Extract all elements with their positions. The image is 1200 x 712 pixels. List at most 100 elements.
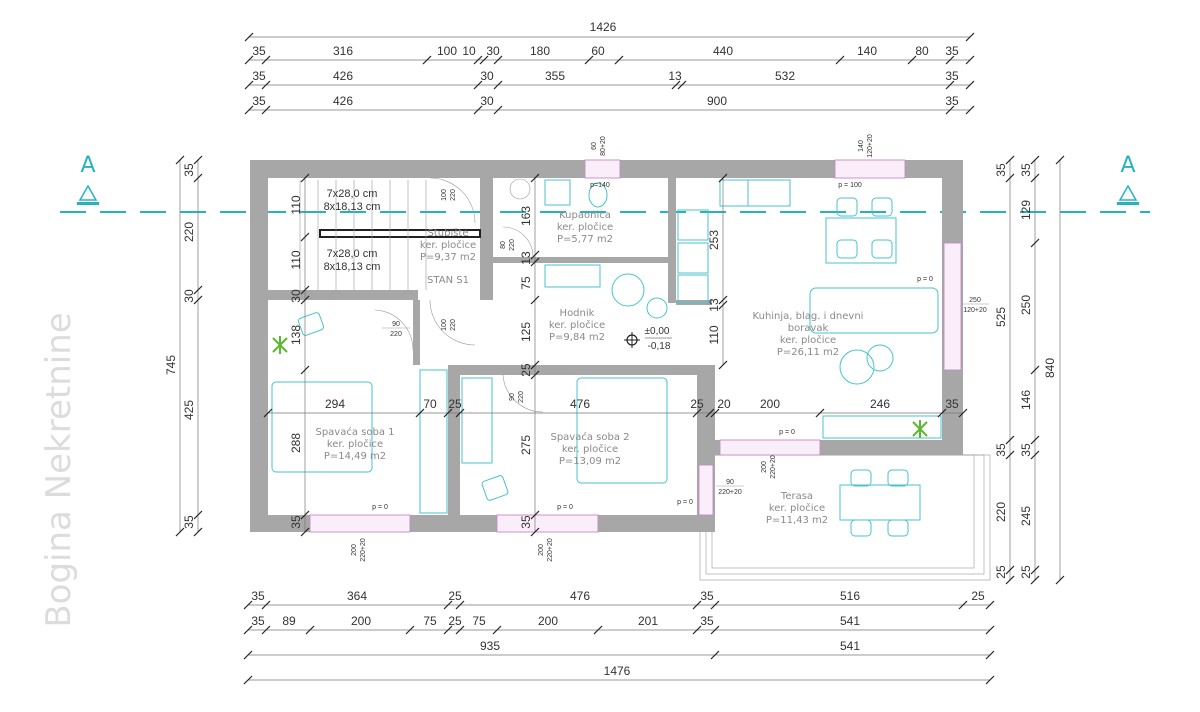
dimension-label: 253 xyxy=(707,230,721,250)
watermark: Bogina Nekretnine xyxy=(39,312,79,627)
opening-size: 100 xyxy=(441,319,448,331)
dimension-tick xyxy=(1030,435,1040,445)
dimension-label: 220 xyxy=(182,222,196,242)
sill-height: p = 0 xyxy=(779,429,795,436)
dimension-label: 25 xyxy=(448,397,462,411)
stairs xyxy=(299,180,481,290)
dimension-tick xyxy=(1005,575,1015,585)
dimension-tick xyxy=(261,105,271,115)
dimension-label: 288 xyxy=(289,433,303,453)
tv-unit xyxy=(822,415,942,439)
dimension-tick xyxy=(244,80,254,90)
dimension-label: 35 xyxy=(994,443,1008,457)
room-label-bedroom-1: Spavaća soba 1 xyxy=(315,426,394,438)
dimension-tick xyxy=(1030,173,1040,183)
terrace-outline xyxy=(699,454,991,581)
dimension-tick xyxy=(530,250,540,260)
opening-size: 220+20 xyxy=(360,538,367,562)
dimension-label: 110 xyxy=(289,195,303,214)
dimension-label: 525 xyxy=(994,307,1008,327)
room-label-kitchen-living: boravak xyxy=(788,323,829,334)
opening-size: 80+20 xyxy=(600,136,607,156)
terrace-table xyxy=(839,484,921,521)
dimension-tick xyxy=(530,370,540,380)
dimension-tick xyxy=(243,625,253,635)
dimension-tick xyxy=(300,232,310,242)
dimension-tick xyxy=(1030,155,1040,165)
section-line-a: A A xyxy=(60,153,1150,213)
dimension-label: 25 xyxy=(519,363,533,377)
dimension-tick xyxy=(263,408,273,418)
dimension-tick xyxy=(671,80,681,90)
opening-size: 200 xyxy=(538,544,545,556)
dimension-tick xyxy=(300,295,310,305)
dimension-tick xyxy=(193,510,203,520)
washer-icon xyxy=(677,209,709,241)
shoe-cabinet xyxy=(544,264,601,288)
opening-size: 220 xyxy=(390,331,402,338)
dimension-label: 426 xyxy=(333,94,353,108)
dimension-tick xyxy=(985,675,995,685)
opening-size: 60 xyxy=(591,142,598,150)
opening-size: 90 xyxy=(726,479,734,486)
dimension-tick xyxy=(530,510,540,520)
dimension-label: 532 xyxy=(775,69,795,83)
sill-height: p = 0 xyxy=(677,499,693,506)
stair-spec: 8x18,13 cm xyxy=(324,201,381,213)
level-value: -0,18 xyxy=(648,341,671,352)
dimension-label: 35 xyxy=(519,515,533,529)
dimension-label: 516 xyxy=(840,589,860,603)
dimension-tick xyxy=(958,408,968,418)
dimension-tick xyxy=(193,527,203,537)
dimension-label: 110 xyxy=(289,250,303,269)
room-label-bedroom-1: ker. pločice xyxy=(327,438,383,450)
dimension-label: 476 xyxy=(570,589,590,603)
dimension-tick xyxy=(1030,575,1040,585)
dimension-label: 476 xyxy=(570,397,590,411)
dimension-label: 35 xyxy=(252,94,266,108)
dimension-tick xyxy=(593,625,603,635)
dimension-label: 10 xyxy=(462,44,476,58)
dimension-label: 30 xyxy=(480,94,494,108)
dimension-label: 541 xyxy=(840,614,860,628)
room-label-stairwell: STAN S1 xyxy=(427,275,469,286)
bed-1 xyxy=(271,381,373,473)
dimension-label: 13 xyxy=(707,298,721,312)
dimension-tick xyxy=(985,600,995,610)
dimension-label: 30 xyxy=(182,289,196,303)
dimension-label: 25 xyxy=(448,589,462,603)
dimension-label: 70 xyxy=(423,397,437,411)
wardrobe-1 xyxy=(419,369,448,514)
dimension-label: 200 xyxy=(538,614,558,628)
dimension-tick xyxy=(692,625,702,635)
dimension-label: 89 xyxy=(282,614,296,628)
room-label-terrace: Terasa xyxy=(780,491,813,502)
dimension-tick xyxy=(1055,575,1065,585)
dimension-tick xyxy=(244,55,254,65)
dimension-label: 1426 xyxy=(590,20,617,34)
dimension-label: 250 xyxy=(1019,295,1033,315)
dimension-label: 840 xyxy=(1043,358,1057,378)
dimension-tick xyxy=(244,32,254,42)
opening-size: 220+20 xyxy=(718,489,742,496)
dimension-label: 35 xyxy=(1019,163,1033,177)
dimension-label: 30 xyxy=(480,69,494,83)
dimension-tick xyxy=(1005,435,1015,445)
section-marker-right: A xyxy=(1120,153,1135,178)
dimension-label: 220 xyxy=(994,502,1008,522)
dining-table xyxy=(825,217,897,264)
dimension-tick xyxy=(958,600,968,610)
dimension-tick xyxy=(300,365,310,375)
dimension-label: 35 xyxy=(289,515,303,529)
wardrobe-2 xyxy=(461,377,493,464)
dimension-tick xyxy=(835,55,845,65)
dimension-label: 425 xyxy=(182,400,196,420)
dimension-label: 140 xyxy=(857,44,877,58)
opening-size: 120+20 xyxy=(867,134,874,158)
dimension-tick xyxy=(718,173,728,183)
windows xyxy=(309,159,962,533)
dimension-tick xyxy=(493,80,503,90)
room-label-terrace: P=11,43 m2 xyxy=(766,515,828,526)
dimension-tick xyxy=(244,105,254,115)
